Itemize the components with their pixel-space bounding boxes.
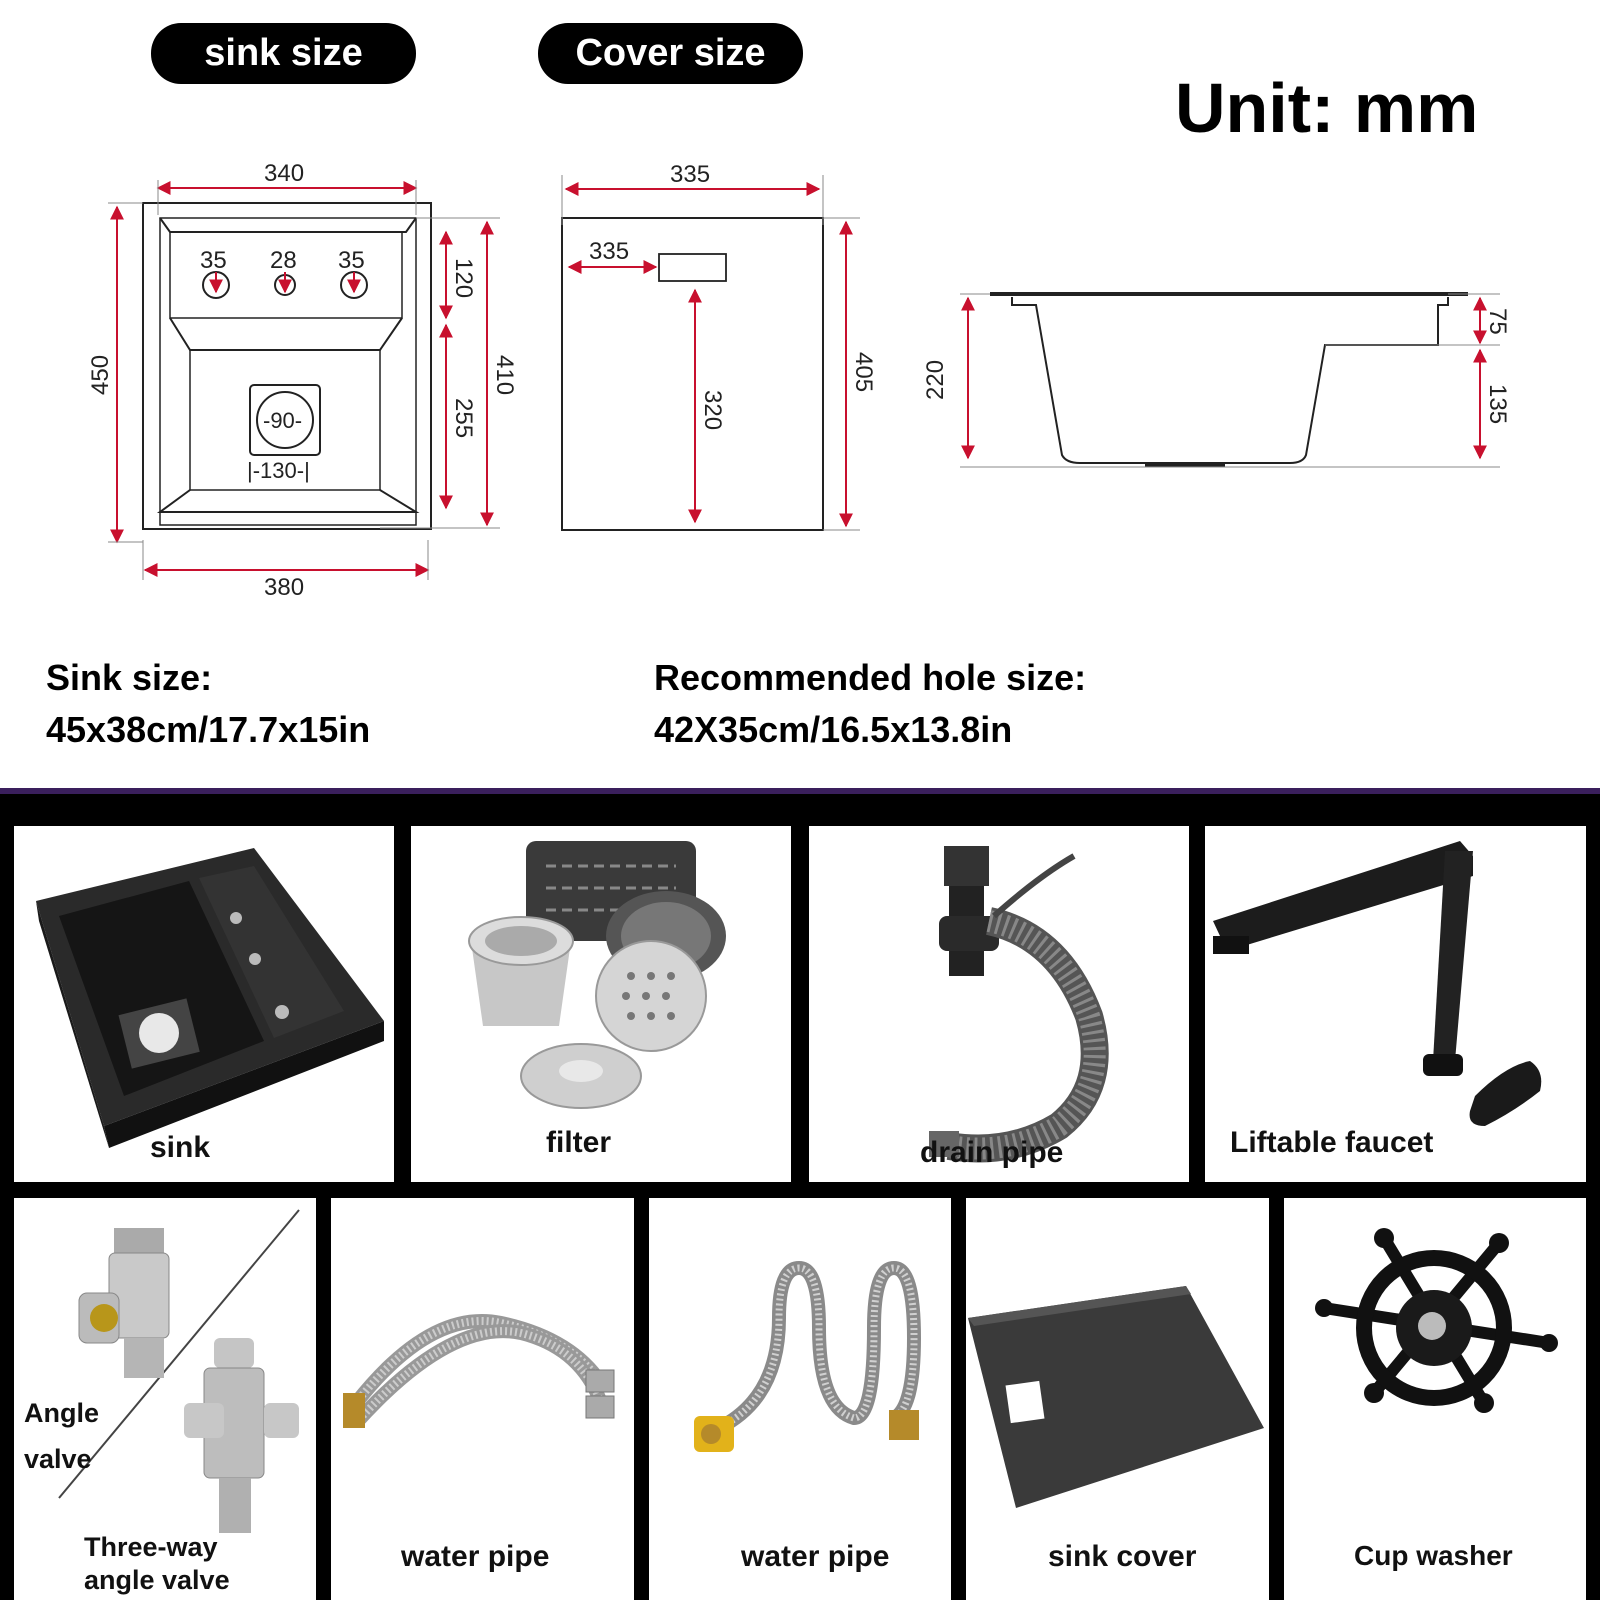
sink-inner-height: 410: [491, 355, 518, 395]
sink-bottom-width: 380: [264, 574, 304, 601]
part-water-pipe: water pipe: [331, 1198, 634, 1600]
cover-slot-height: 320: [699, 390, 726, 430]
part-label: sink cover: [1048, 1540, 1197, 1573]
sink-top-view: [142, 202, 432, 530]
part-label: drain pipe: [920, 1136, 1064, 1169]
part-sink-cover: sink cover: [966, 1198, 1269, 1600]
hole-size-info: Recommended hole size: 42X35cm/16.5x13.8…: [654, 652, 1086, 756]
water-pipe-coil-icon: [694, 1260, 922, 1452]
part-label-line3: Three-way: [84, 1532, 218, 1562]
profile-total-depth: 220: [922, 360, 949, 400]
sink-lower-depth: 255: [450, 398, 477, 438]
sink-upper-depth: 120: [450, 258, 477, 298]
unit-label: Unit: mm: [1175, 69, 1479, 147]
part-label: water pipe: [741, 1540, 890, 1573]
part-label: Cup washer: [1354, 1540, 1513, 1571]
hole-spacing-mid: 28: [270, 247, 297, 274]
part-label: Liftable faucet: [1230, 1126, 1434, 1159]
cup-washer-icon: [1315, 1228, 1558, 1413]
part-label: Angle: [24, 1398, 100, 1428]
part-filter: filter: [411, 826, 791, 1182]
part-faucet: Liftable faucet: [1205, 826, 1586, 1182]
part-sink: sink: [14, 826, 394, 1182]
cover-width: 335: [670, 161, 710, 188]
part-label: sink: [150, 1131, 211, 1164]
drain-pipe-icon: [929, 846, 1109, 1163]
part-water-pipe-coil: water pipe: [649, 1198, 951, 1600]
hole-spacing-right: 35: [338, 247, 365, 274]
cover-view: [561, 217, 824, 531]
water-pipe-icon: [343, 1313, 615, 1428]
band-accent: [0, 788, 1600, 794]
drain-box-width: |-130-|: [247, 458, 310, 483]
hole-spacing-left: 35: [200, 247, 227, 274]
cover-height: 405: [850, 352, 877, 392]
sink-cover-icon: [968, 1286, 1264, 1508]
part-cup-washer: Cup washer: [1284, 1198, 1586, 1600]
cover-slot-offset: 335: [589, 238, 629, 265]
part-drain-pipe: drain pipe: [809, 826, 1189, 1182]
part-label: water pipe: [401, 1540, 550, 1573]
part-label: filter: [546, 1126, 612, 1159]
hole-size-value: 42X35cm/16.5x13.8in: [654, 709, 1013, 750]
cover-size-tab[interactable]: Cover size: [538, 23, 803, 84]
drain-diameter: -90-: [263, 408, 302, 433]
profile-step-depth: 75: [1484, 308, 1511, 335]
sink-outer-height: 450: [87, 355, 114, 395]
faucet-icon: [1213, 841, 1542, 1126]
sink-top-width: 340: [264, 160, 304, 187]
profile-bowl-depth: 135: [1484, 384, 1511, 424]
sink-size-tab[interactable]: sink size: [151, 23, 416, 84]
part-angle-valve: Angle valve Three-way angle valve: [14, 1198, 316, 1600]
sink-size-label: Sink size:: [46, 657, 213, 698]
part-label-line4: angle valve: [84, 1565, 230, 1595]
sink-icon: [36, 848, 384, 1148]
sink-size-info: Sink size: 45x38cm/17.7x15in: [46, 652, 370, 756]
sink-side-profile: [990, 292, 1468, 468]
sink-size-value: 45x38cm/17.7x15in: [46, 709, 371, 750]
part-label-line2: valve: [24, 1444, 92, 1474]
angle-valve-icon: [58, 1209, 300, 1533]
filter-icon: [468, 841, 726, 1109]
hole-size-label: Recommended hole size:: [654, 657, 1087, 698]
dimension-drawings: 340 380 35 28 35 -90- |-130-| 450 410 12…: [87, 160, 1511, 601]
